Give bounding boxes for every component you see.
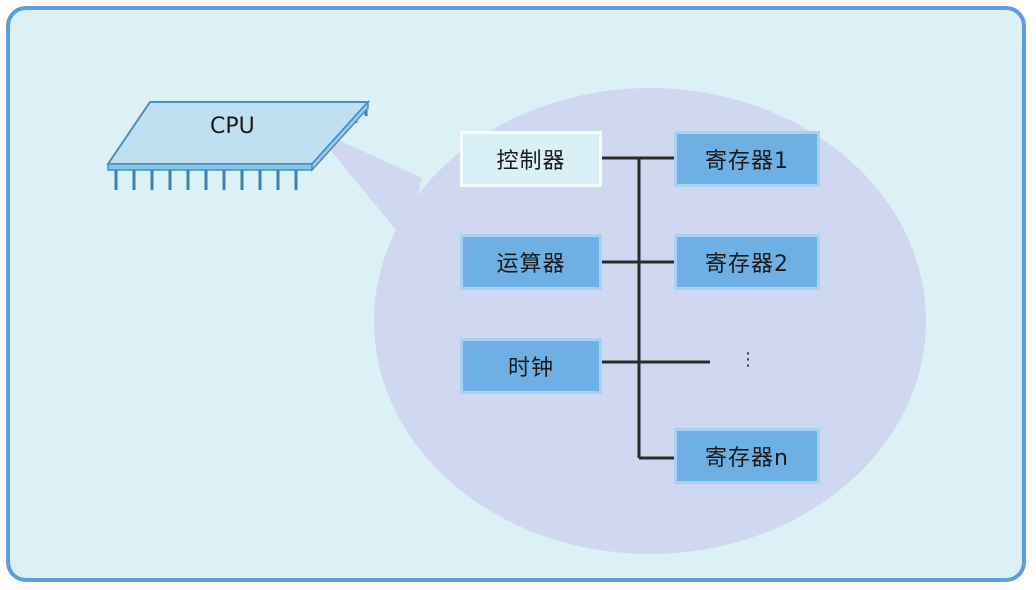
zoom-bubble-pointer: [312, 128, 422, 242]
register-2-box: 寄存器2: [674, 234, 820, 290]
controller-box: 控制器: [460, 131, 602, 187]
clock-box: 时钟: [460, 338, 602, 394]
register-n-box: 寄存器n: [674, 428, 820, 484]
alu-box: 运算器: [460, 234, 602, 290]
cpu-chip-icon: [106, 100, 371, 190]
connector-lines: [600, 156, 710, 460]
cpu-structure-diagram: [106, 88, 926, 554]
cpu-label: CPU: [210, 114, 255, 139]
diagram-frame: CPU 控制器 运算器 时钟 寄存器1 寄存器2 寄存器n ⋮: [6, 6, 1026, 582]
ellipsis-marker: ⋮: [739, 349, 757, 370]
register-1-box: 寄存器1: [674, 131, 820, 187]
